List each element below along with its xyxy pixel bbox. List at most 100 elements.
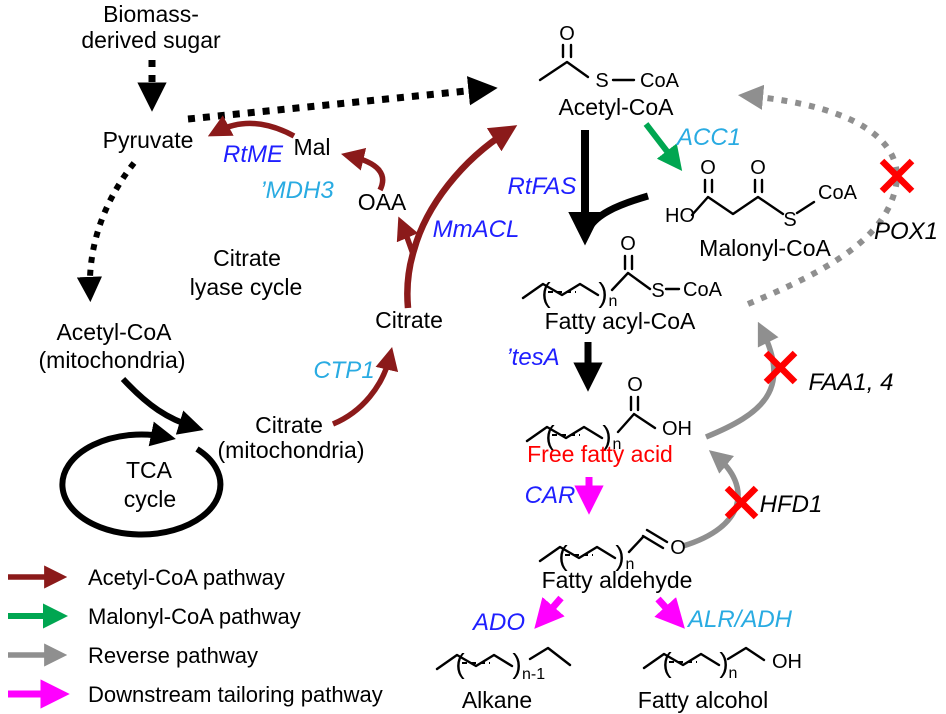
fatty-alcohol-structure: ( ) n OH Fatty alcohol — [638, 646, 802, 713]
acetyl-coa-structure: O S CoA Acetyl-CoA — [538, 23, 680, 120]
arrow-oaa-to-mal — [341, 147, 386, 192]
arrow-citrate-to-oaa — [396, 216, 419, 255]
block-x-hfd1 — [724, 485, 759, 520]
paren-close: ) — [602, 420, 611, 451]
node-biomass-line1: Biomass- — [103, 1, 199, 27]
arrow-citrate-to-acetylcoa — [404, 125, 518, 309]
arrow-malonyl-merge — [586, 192, 649, 231]
node-malonyl-coa: Malonyl-CoA — [699, 235, 831, 261]
paren-open: ( — [558, 540, 568, 571]
node-biomass-line2: derived sugar — [81, 27, 221, 53]
paren-open: ( — [541, 277, 551, 308]
node-alkane: Alkane — [462, 687, 532, 713]
legend-label-downstream-tailoring-pathway: Downstream tailoring pathway — [88, 682, 383, 707]
malonyl-coa-structure: HO O O S CoA Malonyl-CoA — [665, 157, 858, 261]
atom-o: O — [620, 233, 636, 255]
legend-label-reverse-pathway: Reverse pathway — [88, 643, 258, 668]
enzyme-tesa: ’tesA — [506, 344, 559, 371]
subscript-n-minus-1: n-1 — [522, 666, 545, 683]
enzyme-ado: ADO — [471, 609, 525, 636]
paren-close: ) — [512, 648, 521, 679]
atom-o: O — [627, 374, 643, 396]
node-tca-line2: cycle — [124, 486, 176, 512]
fatty-aldehyde-structure: ( ) n O Fatty aldehyde — [538, 528, 693, 593]
enzyme-car: CAR — [525, 482, 576, 509]
node-fatty-acyl-coa: Fatty acyl-CoA — [545, 308, 696, 334]
atom-s: S — [783, 209, 796, 231]
atom-s: S — [651, 280, 664, 302]
paren-close: ) — [615, 540, 624, 571]
atom-s: S — [595, 70, 608, 92]
arrow-ado-magenta — [534, 595, 565, 629]
arrow-hfd-reverse — [682, 450, 741, 549]
atom-oh: OH — [662, 418, 692, 440]
atom-coa: CoA — [818, 182, 858, 204]
bond-lines — [435, 646, 572, 671]
atom-o: O — [750, 157, 766, 179]
bond-lines — [642, 646, 766, 670]
bond-lines — [538, 43, 636, 82]
atom-ho: HO — [665, 205, 695, 227]
node-oaa: OAA — [358, 189, 407, 215]
enzyme-faa: FAA1, 4 — [809, 369, 894, 396]
tca-cycle-arrow — [59, 421, 224, 538]
enzyme-rtfas: RtFAS — [508, 173, 577, 200]
arrow-faa-reverse — [704, 321, 779, 440]
node-acetyl-coa: Acetyl-CoA — [558, 94, 674, 120]
arrow-alr-magenta — [654, 596, 685, 629]
atom-o: O — [700, 157, 716, 179]
node-fatty-aldehyde: Fatty aldehyde — [542, 567, 693, 593]
arrow-acc1-green — [643, 122, 683, 171]
atom-coa: CoA — [683, 279, 723, 301]
node-pyruvate: Pyruvate — [103, 127, 194, 153]
paren-open: ( — [545, 420, 555, 451]
atom-o: O — [670, 537, 686, 559]
paren-close: ) — [598, 277, 607, 308]
enzyme-rtme: RtME — [223, 141, 284, 168]
enzyme-hfd1: HFD1 — [760, 491, 823, 518]
subscript-n: n — [626, 556, 635, 573]
legend: Acetyl-CoA pathway Malonyl-CoA pathway R… — [8, 565, 383, 709]
legend-label-malonyl-coa-pathway: Malonyl-CoA pathway — [88, 604, 301, 629]
legend-label-acetyl-coa-pathway: Acetyl-CoA pathway — [88, 565, 285, 590]
bond-lines — [525, 395, 657, 443]
node-acetylcoa-mito-line1: Acetyl-CoA — [56, 319, 172, 345]
block-x-faa — [763, 350, 798, 385]
node-citrate-lyase-line2: lyase cycle — [190, 274, 302, 300]
enzyme-alr-adh: ALR/ADH — [686, 606, 793, 633]
node-citrate-mito-line1: Citrate — [255, 412, 323, 438]
arrow-mal-to-pyruvate — [207, 115, 296, 139]
bond-lines — [521, 254, 681, 300]
node-citrate: Citrate — [375, 307, 443, 333]
bond-lines — [538, 528, 669, 563]
block-x-pox1 — [879, 158, 915, 194]
subscript-n: n — [609, 293, 618, 310]
enzyme-pox1: POX1 — [874, 218, 938, 245]
atom-o: O — [559, 23, 575, 45]
fatty-acyl-coa-structure: ( ) n O S CoA Fatty acyl-CoA — [521, 233, 723, 334]
atom-coa: CoA — [640, 70, 680, 92]
node-mal: Mal — [293, 134, 330, 160]
node-free-fatty-acid: Free fatty acid — [527, 441, 673, 467]
enzyme-mdh3: ’MDH3 — [260, 177, 334, 204]
paren-open: ( — [455, 648, 465, 679]
arrow-pox1-beta-oxidation — [737, 84, 900, 307]
subscript-n: n — [613, 436, 622, 453]
alkane-structure: ( ) n-1 Alkane — [435, 646, 572, 713]
arrow-mito-acetylcoa-to-citrate — [120, 376, 204, 435]
arrow-pyruvate-to-acetylcoa — [187, 76, 498, 123]
paren-close: ) — [719, 647, 728, 678]
arrow-pyruvate-to-mito-acetylcoa — [76, 161, 137, 303]
node-citrate-mito-line2: (mitochondria) — [218, 437, 365, 463]
bond-lines — [690, 178, 816, 217]
arrow-ctp1-citrate-export — [331, 347, 399, 427]
enzyme-acc1: ACC1 — [675, 124, 741, 151]
node-tca-line1: TCA — [126, 457, 173, 483]
enzyme-ctp1: CTP1 — [313, 357, 374, 384]
subscript-n: n — [729, 665, 738, 682]
node-citrate-lyase-line1: Citrate — [213, 245, 281, 271]
atom-oh: OH — [772, 651, 802, 673]
node-fatty-alcohol: Fatty alcohol — [638, 687, 768, 713]
